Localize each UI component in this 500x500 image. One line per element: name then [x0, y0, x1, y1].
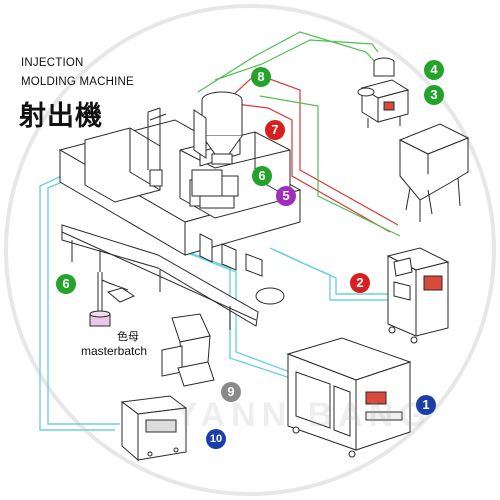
vacuum-loader [357, 57, 410, 128]
granulator [161, 313, 215, 387]
masterbatch-label-cn: 色母 [117, 330, 139, 343]
water-line-1 [39, 171, 115, 431]
clamp-unit [84, 127, 161, 203]
color-doser [191, 169, 239, 209]
badge-1: 1 [416, 395, 436, 415]
storage-silo [398, 123, 470, 222]
material-lines [197, 31, 401, 237]
badge-6-masterbatch: 6 [56, 274, 76, 294]
title-line-2: MOLDING MACHINE [21, 76, 134, 88]
material-line-2 [214, 39, 379, 81]
badge-3: 3 [424, 85, 444, 105]
robot-arm [147, 107, 167, 178]
mold-temperature-controller [120, 395, 188, 462]
watermark-text: YANN BANG [175, 396, 432, 434]
title-line-1: INJECTION [21, 57, 84, 69]
hopper-dryer [193, 91, 243, 165]
badge-4: 4 [424, 60, 444, 80]
badge-7: 7 [265, 120, 285, 140]
air-lines [231, 73, 399, 233]
conveyor [61, 224, 259, 327]
air-line-1 [231, 73, 399, 226]
badge-8: 8 [251, 67, 271, 87]
badge-10: 10 [206, 429, 226, 449]
injection-molding-machine [58, 107, 302, 330]
badge-9: 9 [221, 382, 241, 402]
water-line-6 [274, 249, 395, 295]
badge-2: 2 [350, 273, 370, 293]
chiller [286, 337, 412, 458]
conveyor-roller [255, 287, 285, 305]
masterbatch-label-en: masterbatch [81, 344, 148, 358]
badge-5: 5 [276, 186, 296, 206]
water-temperature-unit [386, 247, 450, 344]
material-line-1 [197, 31, 376, 93]
watermark-circle [4, 4, 496, 496]
air-line-2 [235, 103, 391, 233]
title-cjk: 射出機 [19, 101, 103, 132]
material-line-3 [259, 95, 401, 237]
masterbatch-station [89, 272, 136, 327]
water-line-2 [47, 175, 120, 425]
robot-head [149, 169, 163, 187]
badge-6-doser: 6 [252, 166, 272, 186]
